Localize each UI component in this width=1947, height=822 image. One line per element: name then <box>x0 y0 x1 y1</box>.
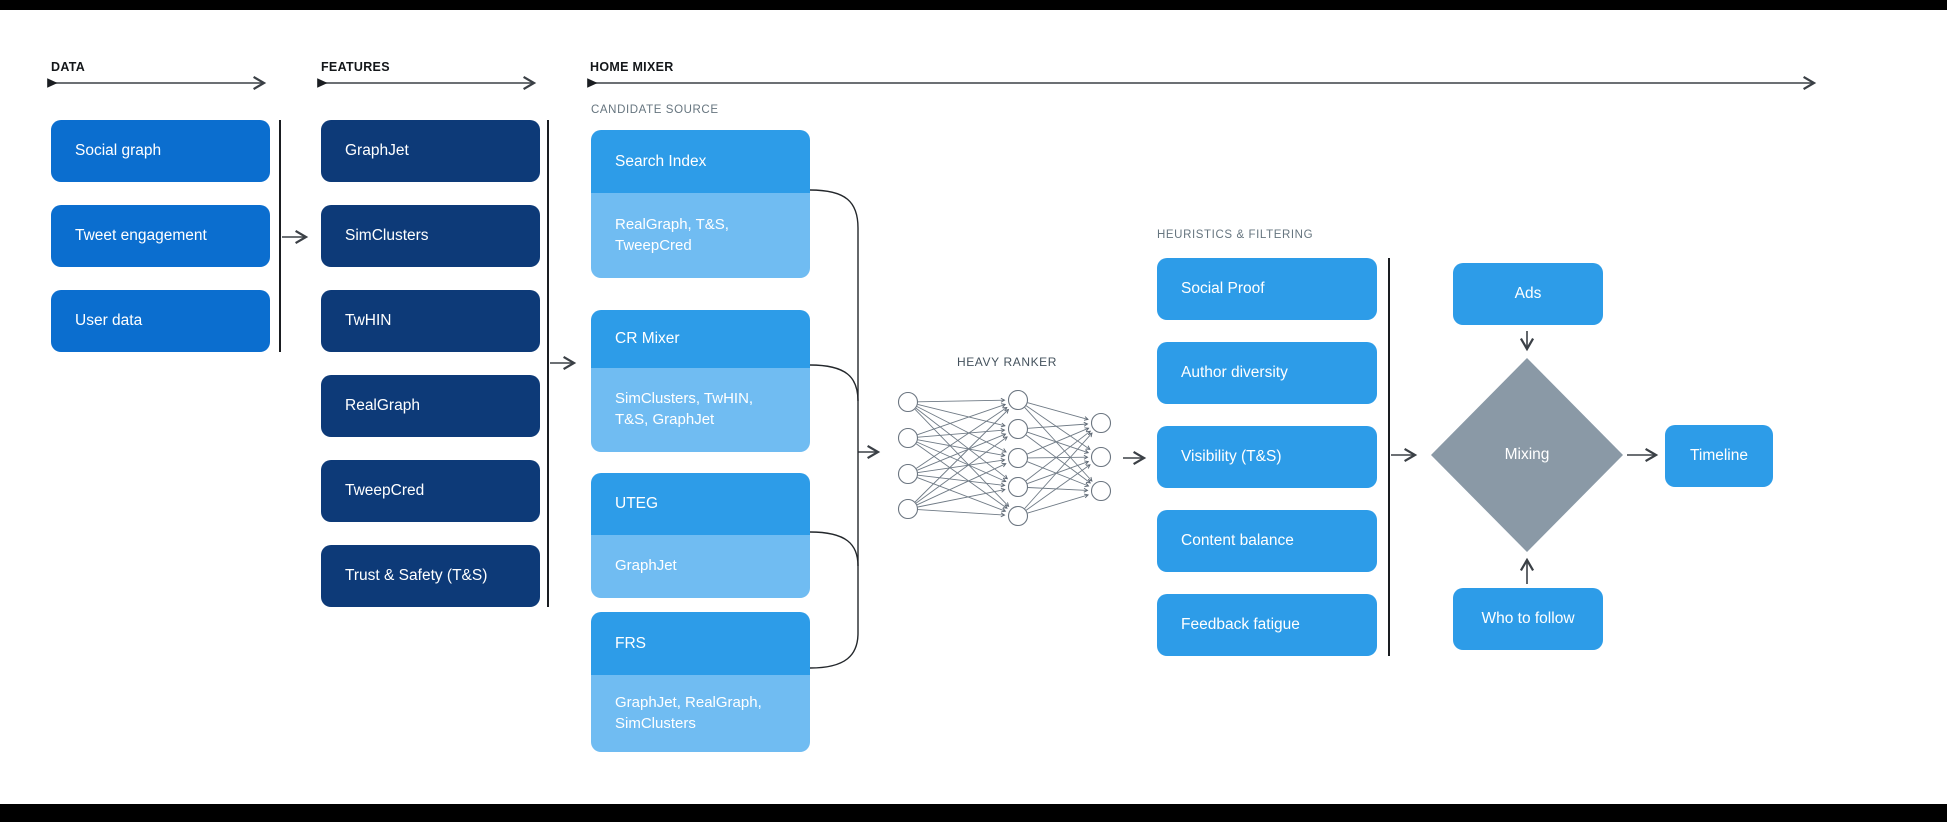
box-twhin: TwHIN <box>321 290 540 352</box>
candidate-uteg-title: UTEG <box>591 473 810 535</box>
frs-connector <box>809 632 859 669</box>
box-timeline: Timeline <box>1665 425 1773 487</box>
box-user-data: User data <box>51 290 270 352</box>
candidate-cr-mixer: CR Mixer SimClusters, TwHIN, T&S, GraphJ… <box>591 310 810 452</box>
features-section-label: FEATURES <box>321 60 390 74</box>
uteg-connector <box>809 531 859 567</box>
box-social-proof: Social Proof <box>1157 258 1377 320</box>
box-who-to-follow: Who to follow <box>1453 588 1603 650</box>
letterbox-bottom <box>0 804 1947 822</box>
candidate-search-index: Search Index RealGraph, T&S, TweepCred <box>591 130 810 278</box>
box-realgraph: RealGraph <box>321 375 540 437</box>
box-graphjet: GraphJet <box>321 120 540 182</box>
data-section-label: DATA <box>51 60 86 74</box>
box-tweet-engagement: Tweet engagement <box>51 205 270 267</box>
box-content-balance: Content balance <box>1157 510 1377 572</box>
candidate-cr-mixer-sources: SimClusters, TwHIN, T&S, GraphJet <box>591 368 810 452</box>
box-ads: Ads <box>1453 263 1603 325</box>
candidate-cr-mixer-title: CR Mixer <box>591 310 810 368</box>
candidate-uteg-sources: GraphJet <box>591 535 810 598</box>
box-author-diversity: Author diversity <box>1157 342 1377 404</box>
box-trust-safety: Trust & Safety (T&S) <box>321 545 540 607</box>
mixing-diamond-label: Mixing <box>1504 446 1550 463</box>
candidate-frs-sources: GraphJet, RealGraph, SimClusters <box>591 675 810 752</box>
neural-network-icon <box>897 389 1112 527</box>
candidate-source-label: CANDIDATE SOURCE <box>591 104 719 116</box>
candidate-frs-title: FRS <box>591 612 810 675</box>
box-simclusters: SimClusters <box>321 205 540 267</box>
box-feedback-fatigue: Feedback fatigue <box>1157 594 1377 656</box>
candidate-search-index-sources: RealGraph, T&S, TweepCred <box>591 193 810 278</box>
heuristics-filtering-label: HEURISTICS & FILTERING <box>1157 229 1314 241</box>
box-visibility-ts: Visibility (T&S) <box>1157 426 1377 488</box>
letterbox-top <box>0 0 1947 10</box>
box-social-graph: Social graph <box>51 120 270 182</box>
cr-mixer-connector <box>809 364 859 402</box>
candidate-search-index-title: Search Index <box>591 130 810 193</box>
candidate-uteg: UTEG GraphJet <box>591 473 810 598</box>
box-tweepcred: TweepCred <box>321 460 540 522</box>
home-mixer-section-label: HOME MIXER <box>590 60 674 74</box>
heavy-ranker-label: HEAVY RANKER <box>956 355 1058 369</box>
candidate-frs: FRS GraphJet, RealGraph, SimClusters <box>591 612 810 752</box>
search-index-connector <box>809 189 859 229</box>
